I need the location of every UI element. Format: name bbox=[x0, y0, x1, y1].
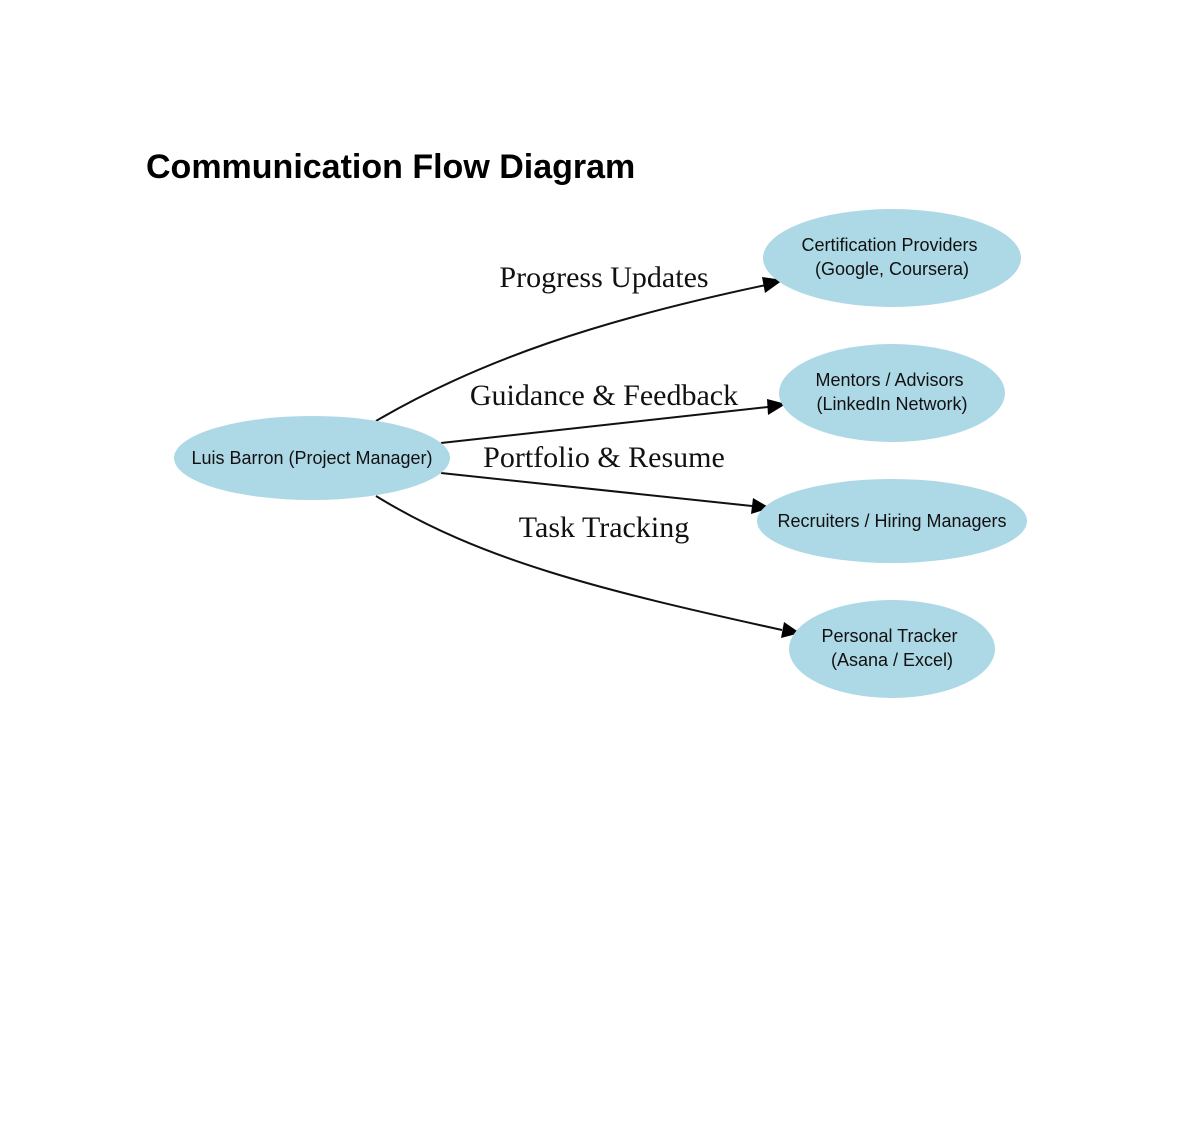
edge-progress-updates: Progress Updates bbox=[375, 261, 783, 422]
node-label: Recruiters / Hiring Managers bbox=[777, 511, 1006, 531]
node-mentors-advisors: Mentors / Advisors (LinkedIn Network) bbox=[779, 344, 1005, 442]
svg-text:Mentors / Advisors (Link: Mentors / Advisors (LinkedIn Network) bbox=[815, 370, 968, 414]
edge-label-portfolio-resume: Portfolio & Resume bbox=[483, 441, 725, 474]
edge-guidance-feedback: Guidance & Feedback bbox=[440, 379, 786, 444]
node-luis-barron: Luis Barron (Project Manager) bbox=[174, 416, 450, 500]
edge-label-progress-updates: Progress Updates bbox=[499, 261, 708, 294]
edge-label-guidance-feedback: Guidance & Feedback bbox=[470, 379, 738, 412]
node-sublabel: (LinkedIn Network) bbox=[816, 394, 967, 414]
svg-text:Recruiters / Hiring Managers: Recruiters / Hiring Managers bbox=[777, 511, 1006, 531]
node-recruiters-hiring-managers: Recruiters / Hiring Managers bbox=[757, 479, 1027, 563]
node-label: Luis Barron (Project Manager) bbox=[191, 448, 432, 468]
svg-text:Personal Tracker (Asana: Personal Tracker (Asana / Excel) bbox=[821, 626, 962, 670]
node-label: Personal Tracker bbox=[821, 626, 957, 646]
node-personal-tracker: Personal Tracker (Asana / Excel) bbox=[789, 600, 995, 698]
node-sublabel: (Asana / Excel) bbox=[831, 650, 953, 670]
node-label: Certification Providers bbox=[801, 235, 977, 255]
edge-label-task-tracking: Task Tracking bbox=[519, 511, 689, 544]
node-certification-providers: Certification Providers (Google, Courser… bbox=[763, 209, 1021, 307]
page-title: Communication Flow Diagram bbox=[146, 148, 636, 186]
node-sublabel: (Google, Coursera) bbox=[815, 259, 969, 279]
svg-text:Certification Providers: Certification Providers (Google, Courser… bbox=[801, 235, 982, 279]
edge-task-tracking: Task Tracking bbox=[375, 495, 800, 638]
edge-portfolio-resume: Portfolio & Resume bbox=[440, 441, 770, 514]
svg-text:Luis Barron (Project Manager): Luis Barron (Project Manager) bbox=[191, 448, 432, 468]
node-label: Mentors / Advisors bbox=[815, 370, 963, 390]
